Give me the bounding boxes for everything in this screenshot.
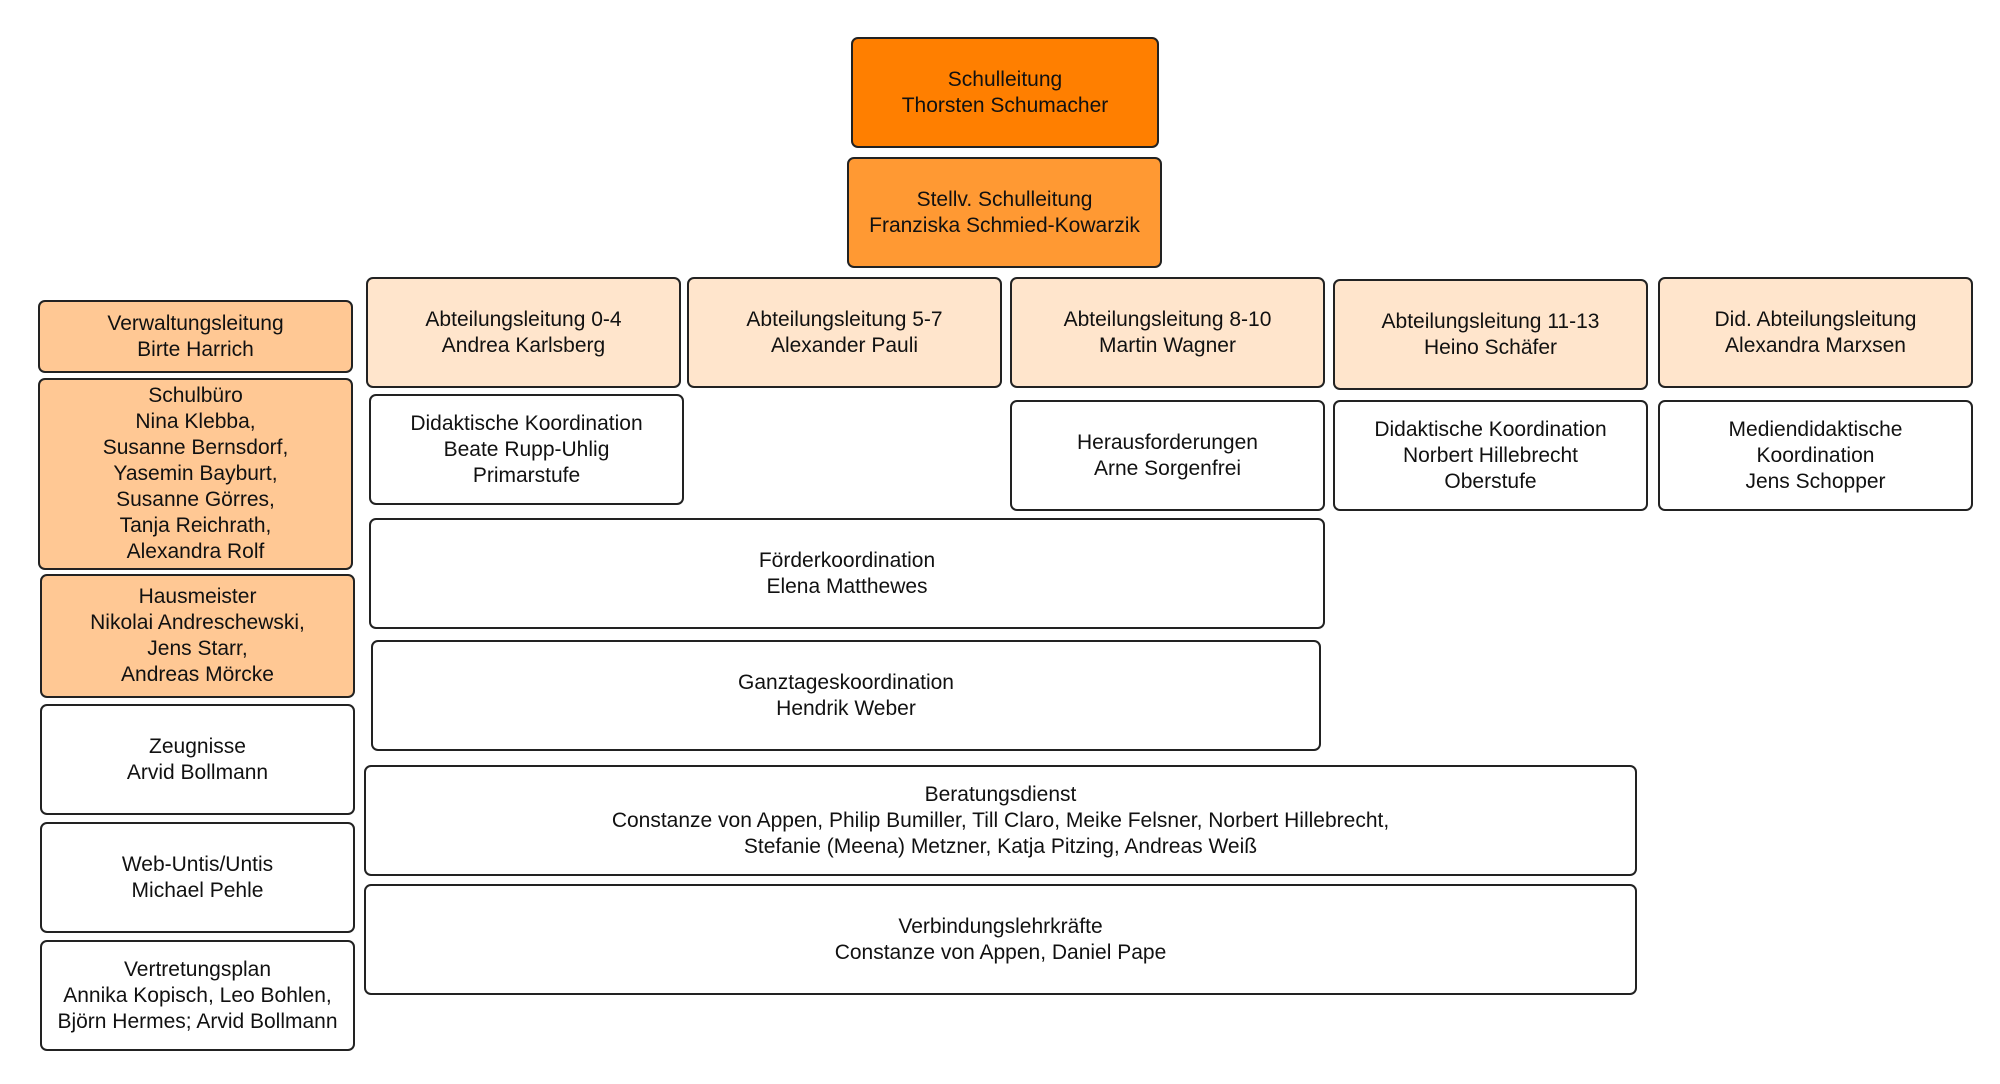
- box-title: Abteilungsleitung 0-4: [425, 307, 622, 331]
- box-title: Stellv. Schulleitung: [916, 187, 1093, 211]
- box-person: Alexander Pauli: [770, 333, 919, 357]
- box-person: Heino Schäfer: [1423, 335, 1558, 359]
- box-verbindungslehrkraefte: Verbindungslehrkräfte Constanze von Appe…: [364, 884, 1637, 995]
- box-person: Beate Rupp-Uhlig: [443, 437, 610, 461]
- box-title: Web-Untis/Untis: [121, 852, 274, 876]
- box-person: Jens Schopper: [1745, 469, 1886, 493]
- box-title: Hausmeister: [138, 585, 257, 608]
- box-line: Nina Klebba,: [135, 410, 256, 433]
- box-person: Arne Sorgenfrei: [1093, 456, 1242, 480]
- box-line: Nikolai Andreschewski,: [90, 611, 305, 634]
- box-person: Martin Wagner: [1099, 333, 1236, 357]
- box-abteilung-0-4: Abteilungsleitung 0-4 Andrea Karlsberg: [366, 277, 681, 388]
- box-line: Tanja Reichrath,: [119, 514, 272, 537]
- box-abteilung-5-7: Abteilungsleitung 5-7 Alexander Pauli: [687, 277, 1002, 388]
- box-title: Herausforderungen: [1077, 430, 1258, 454]
- box-vertretungsplan: Vertretungsplan Annika Kopisch, Leo Bohl…: [40, 940, 355, 1051]
- box-title: Vertretungsplan: [123, 957, 272, 981]
- box-line: Constanze von Appen, Philip Bumiller, Ti…: [611, 808, 1390, 832]
- box-line: Andreas Mörcke: [121, 663, 274, 686]
- box-person: Thorsten Schumacher: [901, 93, 1109, 117]
- box-verwaltungsleitung: Verwaltungsleitung Birte Harrich: [38, 300, 353, 373]
- box-person: Constanze von Appen, Daniel Pape: [834, 940, 1167, 964]
- box-line: Susanne Bernsdorf,: [102, 436, 289, 459]
- box-title: Ganztageskoordination: [738, 670, 954, 694]
- box-abteilung-11-13: Abteilungsleitung 11-13 Heino Schäfer: [1333, 279, 1648, 390]
- box-foerderkoordination: Förderkoordination Elena Matthewes: [369, 518, 1325, 629]
- box-hausmeister: Hausmeister Nikolai Andreschewski, Jens …: [40, 574, 355, 698]
- box-person: Elena Matthewes: [766, 574, 928, 598]
- box-person: Norbert Hillebrecht: [1402, 443, 1579, 467]
- box-line: Annika Kopisch, Leo Bohlen,: [63, 983, 332, 1007]
- box-didaktik-oberstufe: Didaktische Koordination Norbert Hillebr…: [1333, 400, 1648, 511]
- box-line: Oberstufe: [1444, 469, 1537, 493]
- box-line: Koordination: [1756, 443, 1875, 467]
- box-title: Förderkoordination: [758, 548, 936, 572]
- box-title: Beratungsdienst: [924, 782, 1077, 806]
- box-beratungsdienst: Beratungsdienst Constanze von Appen, Phi…: [364, 765, 1637, 876]
- box-title: Didaktische Koordination: [410, 411, 643, 435]
- box-line: Stefanie (Meena) Metzner, Katja Pitzing,…: [743, 834, 1258, 858]
- box-title: Schulbüro: [148, 384, 243, 407]
- box-line: Jens Starr,: [147, 637, 248, 660]
- box-ganztageskoordination: Ganztageskoordination Hendrik Weber: [371, 640, 1321, 751]
- box-person: Franziska Schmied-Kowarzik: [869, 213, 1140, 237]
- box-person: Arvid Bollmann: [126, 760, 269, 784]
- box-didaktik-primarstufe: Didaktische Koordination Beate Rupp-Uhli…: [369, 394, 684, 505]
- box-person: Michael Pehle: [131, 878, 264, 902]
- box-mediendidaktik: Mediendidaktische Koordination Jens Scho…: [1658, 400, 1973, 511]
- box-zeugnisse: Zeugnisse Arvid Bollmann: [40, 704, 355, 815]
- box-title: Did. Abteilungsleitung: [1714, 307, 1917, 331]
- box-title: Zeugnisse: [149, 734, 246, 758]
- box-title: Abteilungsleitung 5-7: [746, 307, 943, 331]
- box-abteilung-8-10: Abteilungsleitung 8-10 Martin Wagner: [1010, 277, 1325, 388]
- box-person: Hendrik Weber: [776, 696, 916, 720]
- box-stellv-schulleitung: Stellv. Schulleitung Franziska Schmied-K…: [847, 157, 1162, 268]
- box-line: Björn Hermes; Arvid Bollmann: [57, 1009, 338, 1033]
- box-schulbuero: Schulbüro Nina Klebba, Susanne Bernsdorf…: [38, 378, 353, 570]
- box-line: Yasemin Bayburt,: [113, 462, 278, 485]
- box-schulleitung: Schulleitung Thorsten Schumacher: [851, 37, 1159, 148]
- box-herausforderungen: Herausforderungen Arne Sorgenfrei: [1010, 400, 1325, 511]
- box-line: Susanne Görres,: [116, 488, 275, 511]
- box-person: Alexandra Marxsen: [1725, 333, 1906, 357]
- box-line: Alexandra Rolf: [126, 540, 265, 563]
- box-title: Abteilungsleitung 8-10: [1063, 307, 1272, 331]
- box-title: Didaktische Koordination: [1374, 417, 1607, 441]
- box-webuntis: Web-Untis/Untis Michael Pehle: [40, 822, 355, 933]
- box-did-abteilung: Did. Abteilungsleitung Alexandra Marxsen: [1658, 277, 1973, 388]
- box-line: Primarstufe: [472, 463, 581, 487]
- box-title: Verbindungslehrkräfte: [898, 914, 1103, 938]
- box-title: Schulleitung: [947, 67, 1063, 91]
- box-person: Andrea Karlsberg: [441, 333, 606, 357]
- box-title: Verwaltungsleitung: [107, 311, 284, 335]
- box-person: Birte Harrich: [137, 337, 254, 361]
- box-title: Abteilungsleitung 11-13: [1381, 309, 1600, 333]
- box-title: Mediendidaktische: [1728, 417, 1903, 441]
